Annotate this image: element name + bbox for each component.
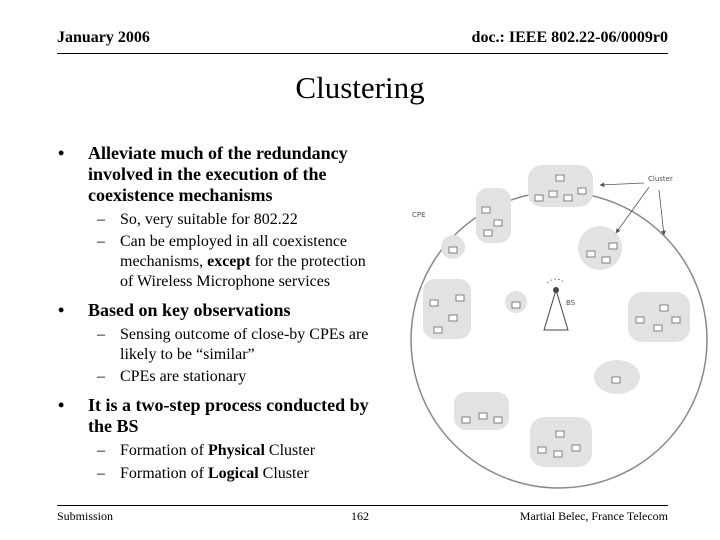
sub-dash: –	[97, 211, 105, 228]
footer-rule	[57, 505, 668, 506]
cluster-arrows	[599, 182, 666, 236]
bullet-dot: •	[58, 395, 65, 415]
cluster-blob	[628, 292, 690, 342]
bs-icon	[543, 278, 569, 331]
bullet-dot: •	[58, 143, 65, 163]
cluster-blob	[454, 392, 509, 430]
bullet-3: • It is a two-step process conducted by …	[58, 395, 408, 437]
bullet-2-sub-1-line-1: Sensing outcome of close-by CPEs are	[120, 326, 369, 343]
bullet-1-line-1: Alleviate much of the redundancy	[88, 143, 348, 163]
sub-dash: –	[97, 326, 105, 343]
header-date: January 2006	[57, 29, 150, 46]
cpe-houses	[429, 174, 681, 458]
bullet-3-line-2: the BS	[88, 416, 139, 436]
bullet-3-sub-2: – Formation of Logical Cluster	[58, 464, 408, 484]
cluster-blob	[528, 165, 593, 207]
footer-submission: Submission	[57, 509, 114, 523]
header-rule	[57, 53, 668, 54]
bullet-1-sub-1: – So, very suitable for 802.22	[58, 210, 408, 230]
bullet-1-line-2: involved in the execution of the	[88, 164, 327, 184]
bullet-3-sub-1: – Formation of Physical Cluster	[58, 441, 408, 461]
bullet-1-sub-2-line-3: of Wireless Microphone services	[120, 273, 331, 290]
bullet-1-sub-1-line-1: So, very suitable for 802.22	[120, 211, 298, 228]
cluster-diagram: Cluster CPE BS	[410, 165, 708, 489]
bullet-2: • Based on key observations	[58, 300, 408, 321]
bullet-3-line-1: It is a two-step process conducted by	[88, 395, 369, 415]
bullet-3-sub-1-line-1: Formation of Physical Cluster	[120, 442, 316, 459]
bullet-1: • Alleviate much of the redundancy invol…	[58, 143, 408, 206]
footer-page-number: 162	[351, 509, 369, 523]
bullet-1-sub-2: – Can be employed in all coexistence mec…	[58, 232, 408, 292]
header-doc-id: doc.: IEEE 802.22-06/0009r0	[471, 29, 668, 46]
bullet-3-sub-2-line-1: Formation of Logical Cluster	[120, 465, 309, 482]
cluster-blob	[578, 226, 622, 270]
footer-author: Martial Belec, France Telecom	[519, 509, 668, 523]
bullet-2-sub-2: – CPEs are stationary	[58, 367, 408, 387]
sub-dash: –	[97, 233, 105, 250]
bullet-1-sub-2-line-2: mechanisms, except for the protection	[120, 253, 366, 270]
sub-dash: –	[97, 442, 105, 459]
bullet-1-sub-2-line-1: Can be employed in all coexistence	[120, 233, 348, 250]
slide-title: Clustering	[295, 70, 425, 105]
bullet-2-line-1: Based on key observations	[88, 300, 291, 320]
bs-label: BS	[566, 299, 576, 307]
bullet-2-sub-1-line-2: likely to be “similar”	[120, 346, 255, 363]
bullet-dot: •	[58, 300, 65, 320]
bullet-2-sub-2-line-1: CPEs are stationary	[120, 368, 247, 385]
bullet-1-line-3: coexistence mechanisms	[88, 185, 273, 205]
sub-dash: –	[97, 465, 105, 482]
cluster-label: Cluster	[648, 175, 673, 183]
bullet-2-sub-1: – Sensing outcome of close-by CPEs are l…	[58, 325, 408, 365]
cluster-blob	[423, 279, 471, 339]
cluster-blob	[476, 188, 511, 243]
cluster-blob	[530, 417, 592, 467]
cpe-label: CPE	[412, 211, 426, 219]
bullet-content: • Alleviate much of the redundancy invol…	[58, 143, 408, 484]
sub-dash: –	[97, 368, 105, 385]
